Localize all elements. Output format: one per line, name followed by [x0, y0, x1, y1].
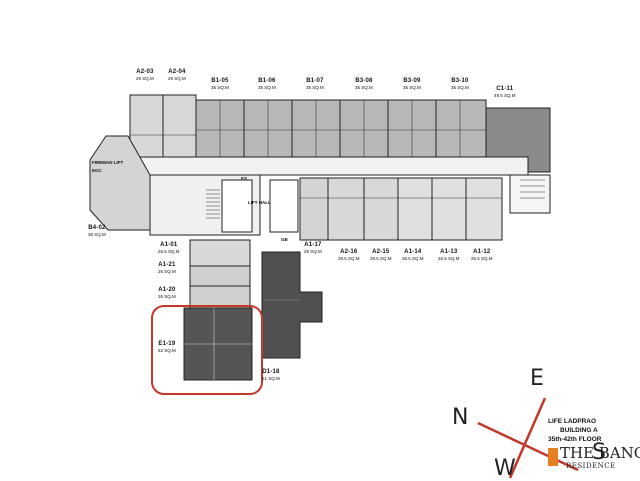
- stair-left: [206, 179, 545, 219]
- unit-block-a2-16: [327, 177, 365, 241]
- building-outline: [89, 94, 551, 381]
- building-name: BUILDING A: [560, 427, 598, 434]
- unit-block-a1-14: [397, 177, 433, 241]
- compass-e: E: [530, 366, 544, 391]
- compass-lines: [477, 397, 579, 479]
- compass-s: S: [592, 440, 606, 465]
- unit-block-a1-20: [189, 285, 251, 309]
- logo-subtitle: RESIDENCE: [566, 462, 616, 470]
- unit-block-a1-01: [189, 239, 251, 267]
- project-name: LIFE LADPRAO: [548, 418, 597, 425]
- corridor: [127, 156, 529, 176]
- unit-block-a1-12: [465, 177, 503, 241]
- logo-mark-icon: [548, 448, 558, 466]
- unit-block-a1-13: [431, 177, 467, 241]
- logo-wordmark: THE BANGK: [560, 444, 640, 462]
- unit-block-d1-18: [261, 251, 323, 359]
- unit-block-a1-21: [189, 265, 251, 287]
- lift-hall-tag: LIFT HALL: [248, 200, 271, 205]
- unit-block-b3-10: [435, 99, 487, 158]
- stair-right: [509, 174, 551, 214]
- unit-block-a2-04: [162, 94, 197, 158]
- floor-range: 35th-42th FLOOR: [548, 436, 602, 443]
- highlight-box: [151, 305, 263, 395]
- unit-block-a1-17: [299, 177, 329, 241]
- unit-block-lift: [221, 179, 253, 233]
- gb-tag: GB: [281, 237, 288, 242]
- unit-block-lift-2: [269, 179, 299, 233]
- es-tag: ES: [241, 176, 248, 181]
- compass-n: N: [452, 405, 469, 430]
- interior-walls: [130, 100, 502, 380]
- fireman-lift-tag: FIREMAN LIFT: [92, 160, 124, 165]
- unit-block-a2-03: [129, 94, 164, 158]
- unit-block-a2-15: [363, 177, 399, 241]
- project-info: LIFE LADPRAO BUILDING A 35th-42th FLOOR: [548, 417, 601, 444]
- compass-w: W: [494, 456, 516, 481]
- egc-tag: EGC: [92, 168, 102, 173]
